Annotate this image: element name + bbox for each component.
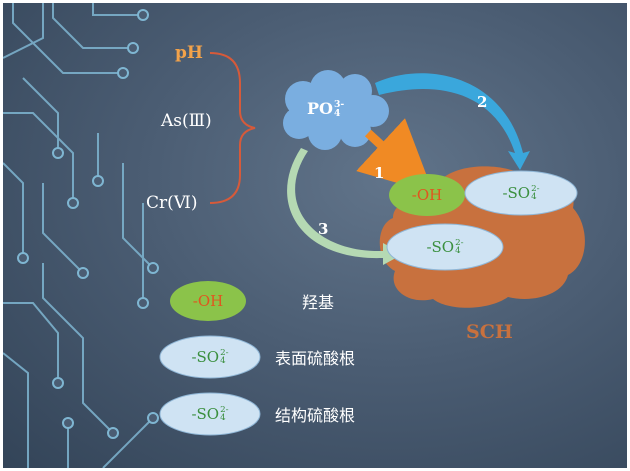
arrow-3 [287, 148, 403, 265]
factor-ph: pH [175, 43, 203, 63]
factor-arsenic: As(Ⅲ) [161, 111, 212, 131]
pathway-1-label: 1 [374, 164, 384, 182]
legend-hydroxyl-label: 羟基 [302, 289, 334, 313]
pathway-3-label: 3 [318, 220, 328, 238]
pathway-2-label: 2 [477, 93, 487, 111]
factor-bracket [210, 53, 255, 203]
hydroxyl-site-label: -OH [389, 183, 465, 207]
factor-chromium: Cr(Ⅵ) [146, 193, 198, 213]
circuit-decoration [3, 3, 153, 468]
legend-hydroxyl-species: -OH [170, 289, 246, 313]
legend-structural-sulfate-label: 结构硫酸根 [275, 402, 355, 426]
legend-surface-sulfate-label: 表面硫酸根 [275, 345, 355, 369]
circuit-nodes [18, 10, 158, 438]
sch-label: SCH [466, 321, 513, 343]
diagram-graphics [3, 3, 627, 468]
